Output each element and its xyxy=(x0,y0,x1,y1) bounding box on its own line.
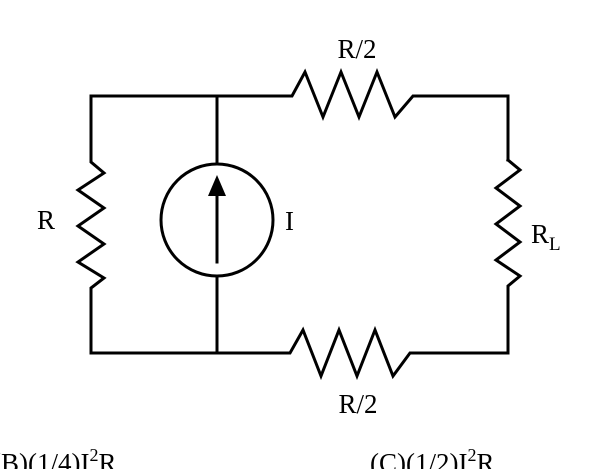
option-c-prefix: (C)(1/2)I xyxy=(370,448,467,469)
top-resistor-label: R/2 xyxy=(337,34,376,64)
option-b: (B)(1/4)I2R xyxy=(0,445,116,469)
option-c-exponent: 2 xyxy=(467,445,476,465)
bottom-resistor-label: R/2 xyxy=(338,389,377,419)
left-wire-with-resistor xyxy=(75,94,107,355)
option-b-prefix: (B)(1/4)I xyxy=(0,448,89,469)
option-c: (C)(1/2)I2R xyxy=(370,445,494,469)
option-c-suffix: R xyxy=(476,448,494,469)
option-b-exponent: 2 xyxy=(89,445,98,465)
load-resistor-subscript: L xyxy=(549,234,561,255)
right-wire-with-load-resistor xyxy=(493,157,523,355)
top-wire-with-resistor xyxy=(89,67,510,162)
left-resistor-label: R xyxy=(37,205,55,235)
option-b-suffix: R xyxy=(98,448,116,469)
load-resistor-label: RL xyxy=(531,219,561,255)
current-source-circle xyxy=(159,162,275,278)
bottom-wire-with-resistor xyxy=(89,325,510,381)
load-resistor-main: R xyxy=(531,219,549,249)
current-source-arrow-head xyxy=(208,175,226,196)
current-source-label: I xyxy=(285,206,294,236)
